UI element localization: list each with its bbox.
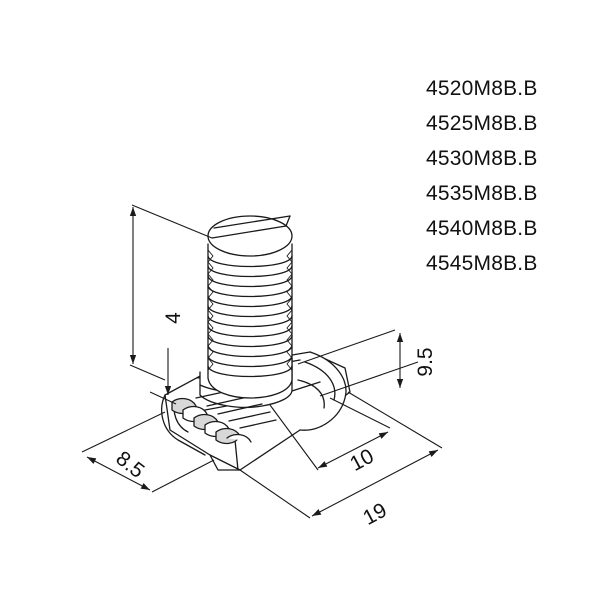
part-number-list: 4520M8B.B 4525M8B.B 4530M8B.B 4535M8B.B … [426, 76, 538, 286]
part-number-item: 4545M8B.B [426, 252, 538, 275]
extension-line [151, 459, 215, 493]
extension-line [149, 391, 177, 405]
part-number-item: 4540M8B.B [426, 217, 538, 240]
dimension-lines [81, 204, 443, 519]
dim-label-overall-length: 19 [359, 499, 390, 530]
part-number-item: 4525M8B.B [426, 112, 538, 135]
dim-label-slot-length: 10 [346, 445, 377, 476]
dim-label-width: 8.5 [111, 447, 148, 483]
extension-line [269, 404, 319, 471]
extension-line [329, 397, 391, 429]
extension-line [347, 391, 443, 449]
dim-label-nut-height: 9.5 [414, 347, 437, 376]
width-dimension-line [86, 456, 151, 491]
part-number-item: 4535M8B.B [426, 182, 538, 205]
extension-line [297, 329, 396, 365]
extension-line [131, 204, 213, 239]
overall-length-dimension-line [311, 449, 439, 517]
part-number-item: 4520M8B.B [426, 77, 538, 100]
extension-line [81, 411, 166, 453]
part-number-item: 4530M8B.B [426, 147, 538, 170]
dim-label-head-height: 4 [162, 312, 185, 324]
threaded-shank [207, 215, 293, 399]
extension-line [239, 469, 311, 519]
thread-serrations [171, 387, 277, 445]
extension-line [129, 364, 166, 381]
